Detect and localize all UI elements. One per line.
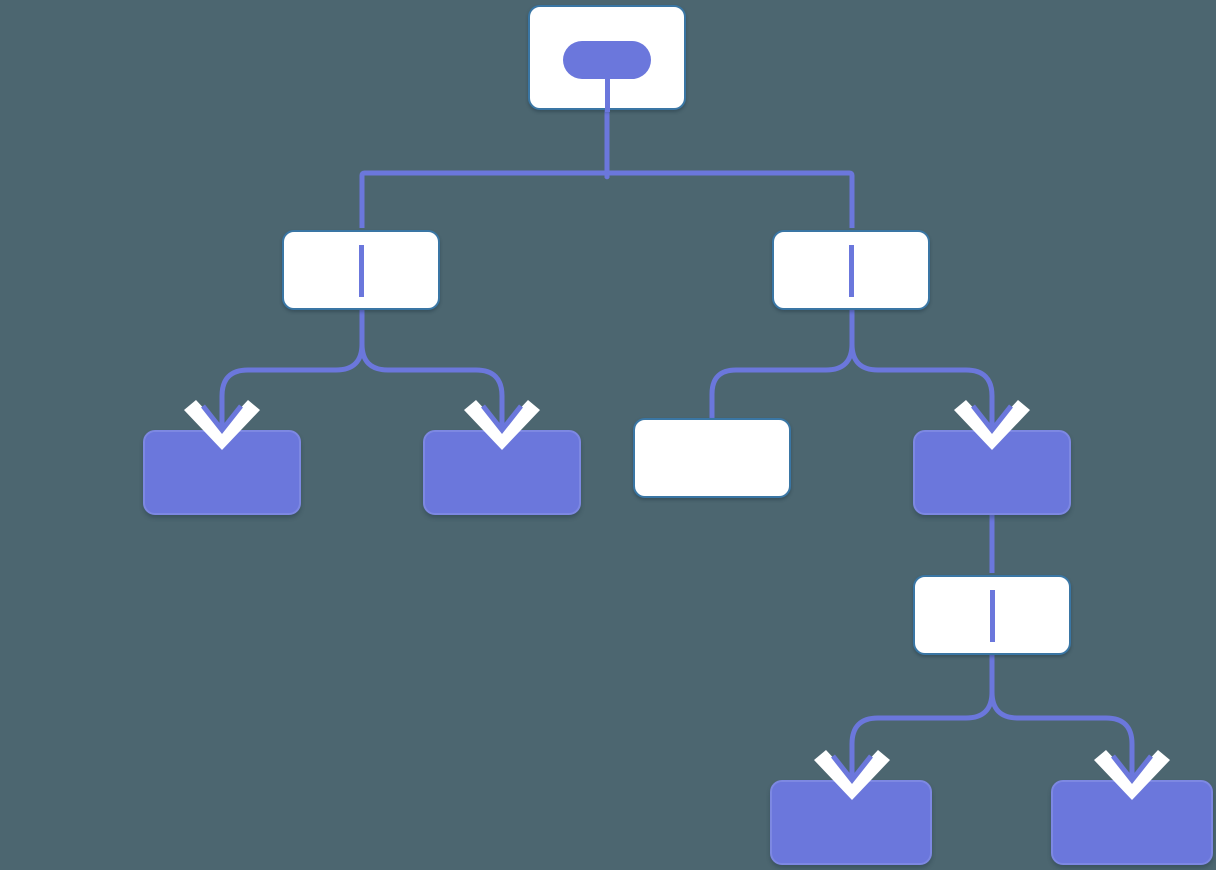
node-n-l1-b[interactable] [772, 230, 930, 310]
node-vertical-bar-glyph [990, 590, 995, 642]
node-n-l2-d[interactable] [913, 430, 1071, 515]
node-vertical-bar-glyph [849, 245, 854, 297]
node-n-l2-a[interactable] [143, 430, 301, 515]
node-n-l4-b[interactable] [1051, 780, 1213, 865]
node-stem-glyph [605, 69, 610, 112]
node-n-root[interactable] [528, 5, 686, 112]
node-n-l2-b[interactable] [423, 430, 581, 515]
node-vertical-bar-glyph [359, 245, 364, 297]
node-n-l3-a[interactable] [913, 575, 1071, 655]
node-n-l1-a[interactable] [282, 230, 440, 310]
node-n-l4-a[interactable] [770, 780, 932, 865]
node-n-l2-c[interactable] [633, 418, 791, 498]
